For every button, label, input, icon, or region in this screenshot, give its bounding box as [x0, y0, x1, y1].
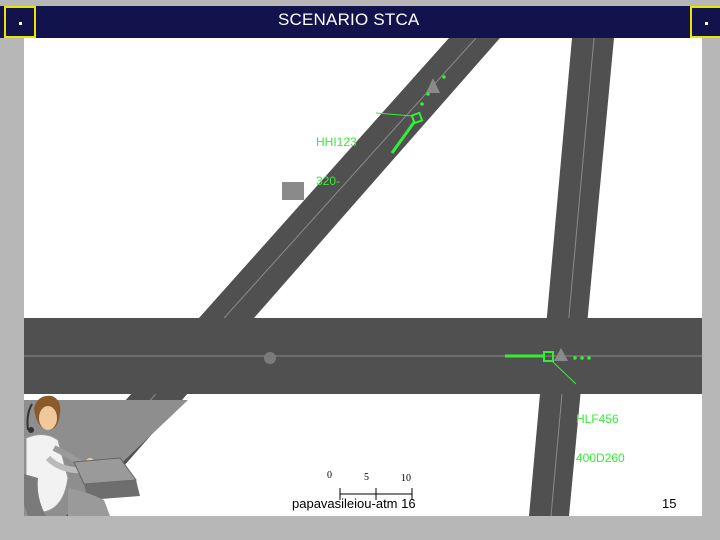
footer-author: papavasileiou-atm 16: [292, 496, 416, 511]
map-block-icon: [282, 182, 304, 200]
label-leader: [551, 360, 577, 385]
triangle-icon: [426, 78, 440, 93]
right-corner-button[interactable]: [690, 6, 720, 38]
trail-dot-icon: [420, 102, 424, 106]
waypoint-icon: [264, 352, 276, 364]
trail-dot-icon: [426, 92, 430, 96]
trail-dot-icon: [442, 75, 446, 79]
aircraft-label-hlf456[interactable]: HLF456 400D260: [576, 387, 625, 491]
callsign-text: HLF456: [576, 412, 619, 426]
dot-icon: [705, 22, 708, 25]
level-text: 320-: [316, 174, 341, 188]
trail-dot-icon: [587, 356, 591, 360]
radar-display: HHI123 320- HLF456 400D260 0 5 10: [24, 38, 702, 516]
aircraft-symbol-icon: [410, 111, 424, 125]
dot-icon: [19, 22, 22, 25]
scale-label-10: 10: [401, 473, 411, 484]
scale-label-0: 0: [327, 470, 332, 481]
title-bar: [0, 6, 720, 38]
scenario-title: SCENARIO STCA: [278, 10, 420, 29]
triangle-icon: [554, 348, 568, 361]
aircraft-label-hhi123[interactable]: HHI123 320-: [316, 110, 357, 214]
airway-vertical: [529, 38, 614, 516]
level-text: 400D260: [576, 451, 625, 465]
velocity-vector: [390, 120, 417, 154]
airway-centerline: [550, 38, 595, 516]
left-corner-button[interactable]: [4, 6, 36, 38]
trail-dot-icon: [580, 356, 584, 360]
callsign-text: HHI123: [316, 135, 357, 149]
label-leader: [375, 112, 413, 117]
scale-label-5: 5: [364, 472, 369, 483]
page-number: 15: [662, 496, 677, 511]
airway-diagonal: [24, 38, 500, 516]
controller-illustration: [24, 395, 140, 516]
trail-dot-icon: [573, 356, 577, 360]
